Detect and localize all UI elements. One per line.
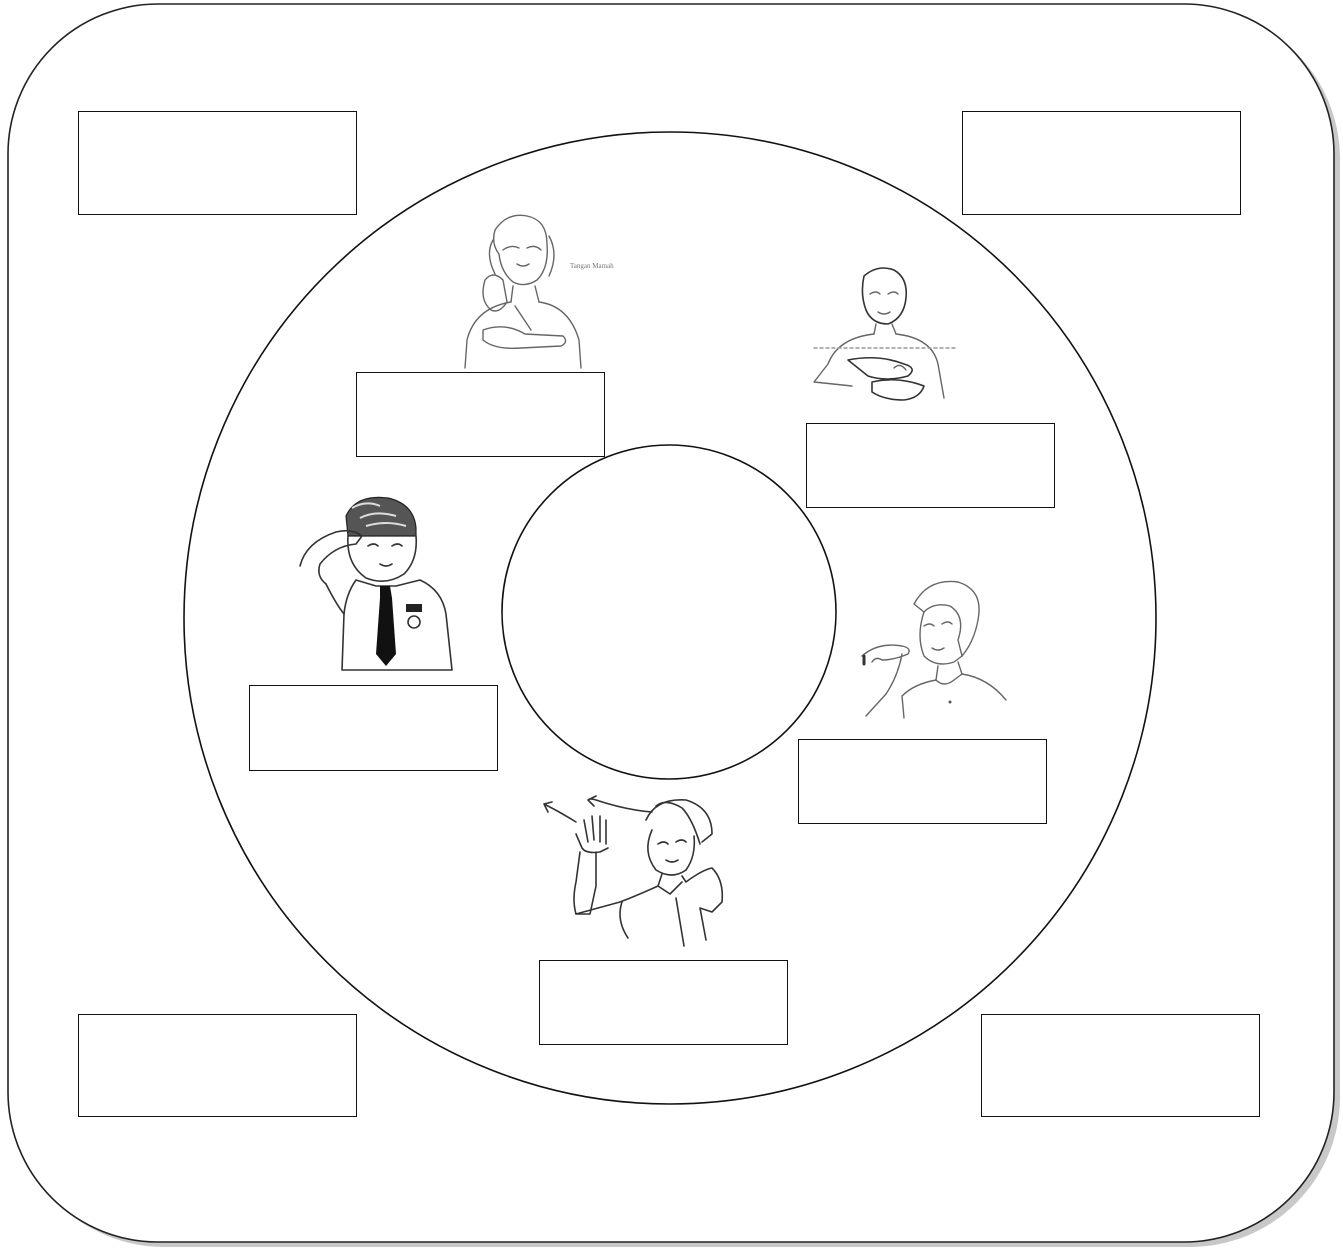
corner-box-bottom-right[interactable] <box>981 1014 1260 1117</box>
inner-circle <box>501 444 837 780</box>
woman-wave-arrows-icon <box>536 790 736 950</box>
woman-pinch-gesture-icon <box>858 576 1010 720</box>
woman-hands-at-chest-icon <box>808 264 968 406</box>
sign-label-right[interactable] <box>798 739 1047 824</box>
corner-box-bottom-left[interactable] <box>78 1014 357 1117</box>
corner-box-top-left[interactable] <box>78 111 357 215</box>
sign-label-bottom[interactable] <box>539 960 788 1045</box>
corner-box-top-right[interactable] <box>962 111 1241 215</box>
top-figure-caption-mark: Tangan Mamah <box>570 262 614 270</box>
sign-label-top[interactable] <box>356 372 605 457</box>
woman-hand-at-chin-icon <box>455 210 635 370</box>
center-answer[interactable] <box>540 560 798 660</box>
boy-salute-icon <box>296 494 456 680</box>
sign-label-upper-right[interactable] <box>806 423 1055 508</box>
sign-label-left[interactable] <box>249 685 498 771</box>
